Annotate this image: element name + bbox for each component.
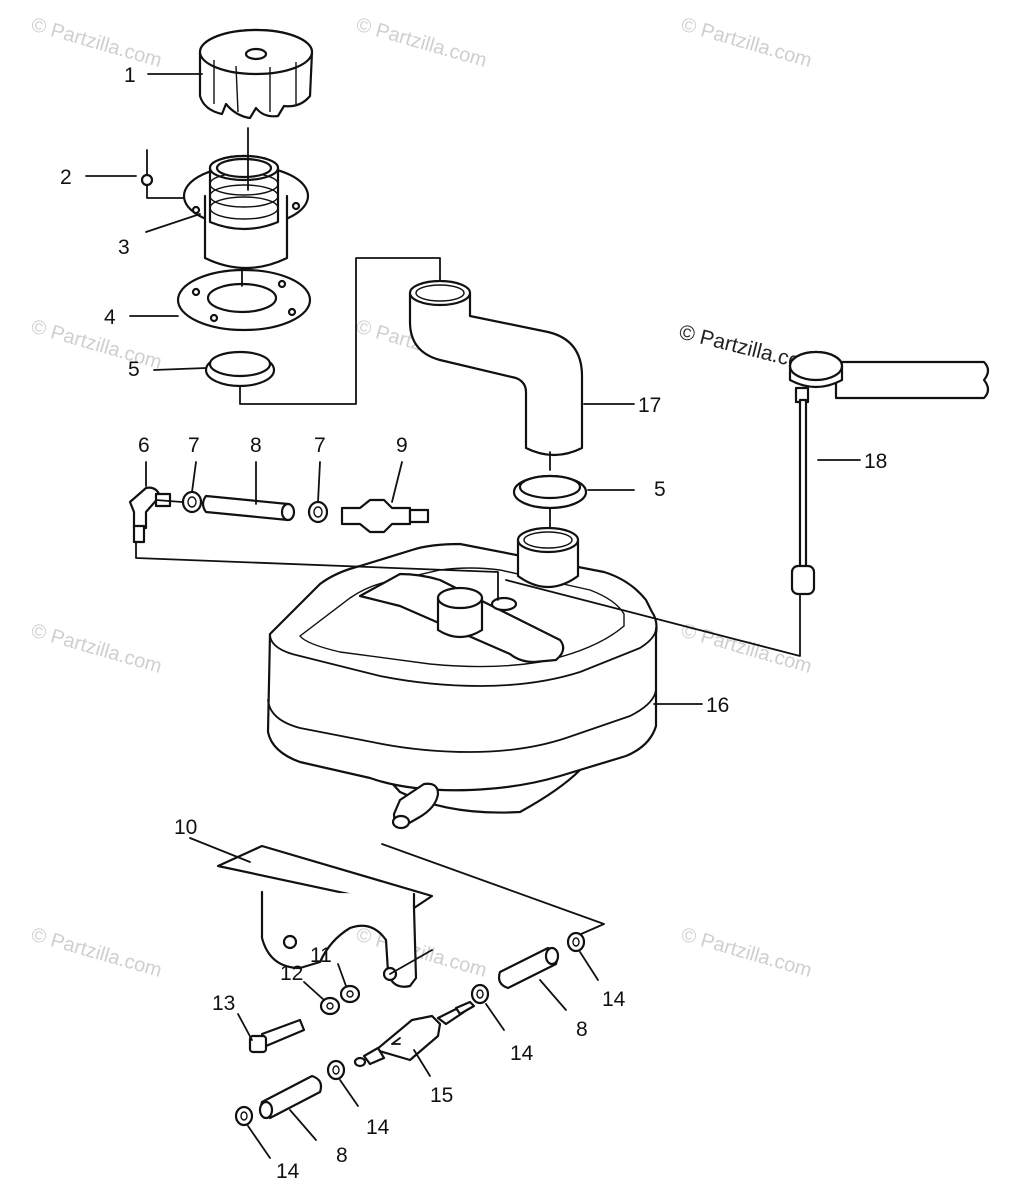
- callout-14: 14: [366, 1116, 390, 1139]
- callout-8: 8: [336, 1144, 348, 1167]
- watermark: © Partzilla.com: [354, 924, 490, 982]
- part-gasket: [176, 268, 312, 332]
- callout-16: 16: [706, 694, 729, 717]
- watermark: © Partzilla.com: [29, 14, 165, 72]
- part-vent-hose: [408, 279, 584, 457]
- watermark: © Partzilla.com: [679, 924, 815, 982]
- callout-11: 11: [310, 944, 332, 967]
- callout-3: 3: [118, 236, 130, 259]
- part-bolt-assembly: [248, 984, 361, 1054]
- callout-12: 12: [280, 962, 303, 985]
- callout-5: 5: [128, 358, 140, 381]
- callout-18: 18: [864, 450, 887, 473]
- part-filler-cap: [198, 28, 314, 120]
- watermark: © Partzilla.com: [679, 620, 815, 678]
- callout-2: 2: [60, 166, 72, 189]
- callout-17: 17: [638, 394, 661, 417]
- part-sending-unit: [788, 350, 990, 596]
- callout-4: 4: [104, 306, 116, 329]
- watermark: © Partzilla.com: [679, 14, 815, 72]
- callout-9: 9: [396, 434, 408, 457]
- callout-6: 6: [138, 434, 150, 457]
- fuel-line-upper: [128, 486, 430, 544]
- watermark: © Partzilla.com: [29, 924, 165, 982]
- callout-14: 14: [510, 1042, 534, 1065]
- callout-7: 7: [188, 434, 200, 457]
- callout-14: 14: [602, 988, 626, 1011]
- callout-13: 13: [212, 992, 235, 1015]
- callout-labels: 1 2 3 4 5 5 6 7 7 8 8 8 9 10 11 12 13 14…: [60, 64, 887, 1183]
- part-filler-neck: [182, 127, 310, 270]
- callout-15: 15: [430, 1084, 453, 1107]
- callout-leaders: [85, 73, 861, 1159]
- watermark: © Partzilla.com: [29, 620, 165, 678]
- callout-14: 14: [276, 1160, 300, 1183]
- part-clamp-upper: [204, 257, 441, 405]
- watermark: © Partzilla.com: [354, 14, 490, 72]
- callout-8: 8: [576, 1018, 588, 1041]
- watermark: © Partzilla.com: [29, 316, 165, 374]
- callout-8: 8: [250, 434, 262, 457]
- part-clamp-lower: [512, 451, 588, 531]
- callout-7: 7: [314, 434, 326, 457]
- part-bracket: [216, 844, 434, 988]
- fuel-line-lower: [234, 931, 586, 1127]
- routing-lines: [135, 541, 801, 939]
- callout-1: 1: [124, 64, 136, 87]
- callout-5: 5: [654, 478, 666, 501]
- callout-10: 10: [174, 816, 197, 839]
- part-fuel-tank: [266, 526, 658, 830]
